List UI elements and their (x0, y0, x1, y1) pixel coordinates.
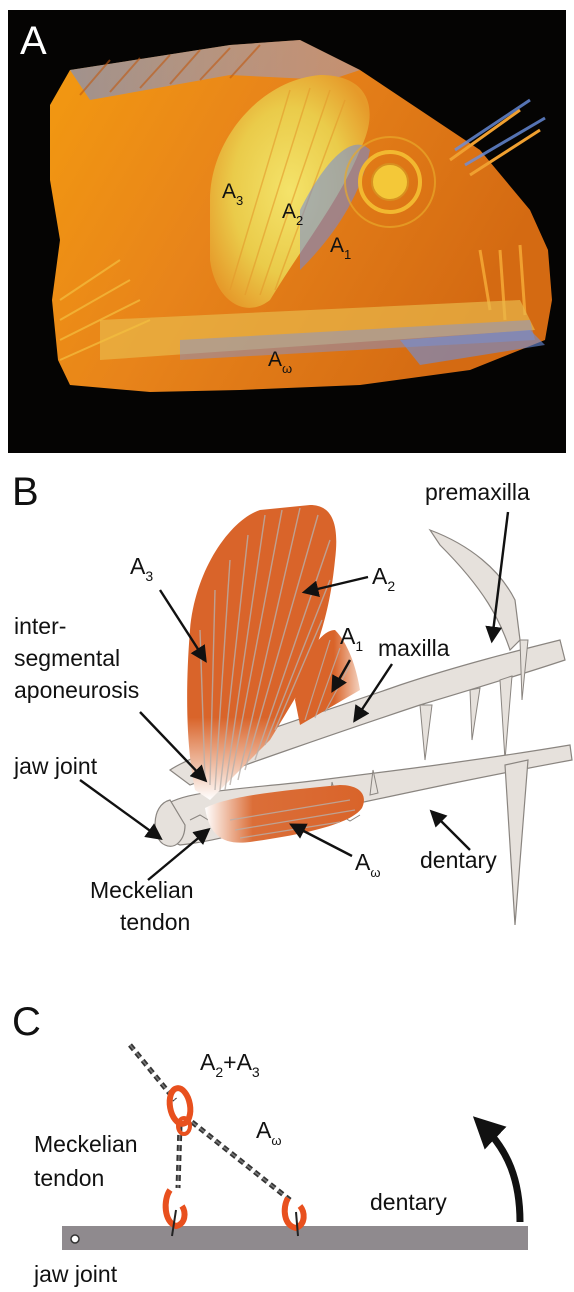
label-c-dentary: dentary (370, 1189, 447, 1215)
panel-c: C A2+A3 Aω Meckel (0, 980, 574, 1292)
dentary-fang (505, 760, 528, 925)
label-c-meckelian: Meckelian (34, 1131, 138, 1157)
label-jaw-joint: jaw joint (13, 753, 98, 779)
jaw-rotation-arrow (482, 1125, 520, 1222)
label-aponeurosis: aponeurosis (14, 677, 139, 703)
panel-c-letter: C (12, 1000, 41, 1044)
label-meckelian: Meckelian (90, 877, 194, 903)
label-maxilla: maxilla (378, 635, 450, 661)
label-inter: inter- (14, 613, 66, 639)
panel-c-chain-model: C A2+A3 Aω Meckel (0, 980, 574, 1292)
label-c-aw: Aω (256, 1117, 282, 1148)
arrow-dentary (432, 812, 470, 850)
label-tendon: tendon (120, 909, 190, 935)
label-a2-plus-a3: A2+A3 (200, 1049, 260, 1080)
label-c-tendon: tendon (34, 1165, 104, 1191)
panel-a-letter: A (20, 19, 47, 63)
panel-a-ct-image: A A3 A2 A1 Aω (0, 0, 574, 455)
label-premaxilla: premaxilla (425, 479, 530, 505)
ct-eye-lens (372, 164, 408, 200)
label-dentary: dentary (420, 847, 497, 873)
arrow-aw (292, 825, 352, 856)
label-a2: A2 (372, 563, 395, 594)
premaxilla-bone (430, 530, 520, 650)
panel-a: A A3 A2 A1 Aω (0, 0, 574, 455)
label-a3: A3 (130, 553, 153, 584)
label-c-jaw-joint: jaw joint (33, 1261, 118, 1287)
label-aw: Aω (355, 849, 381, 880)
panel-b: B (0, 455, 574, 980)
panel-b-schematic: B (0, 455, 574, 980)
panel-b-letter: B (12, 470, 39, 514)
label-segmental: segmental (14, 645, 120, 671)
arrow-jaw-joint (80, 780, 160, 838)
jaw-joint-pivot (71, 1235, 79, 1243)
